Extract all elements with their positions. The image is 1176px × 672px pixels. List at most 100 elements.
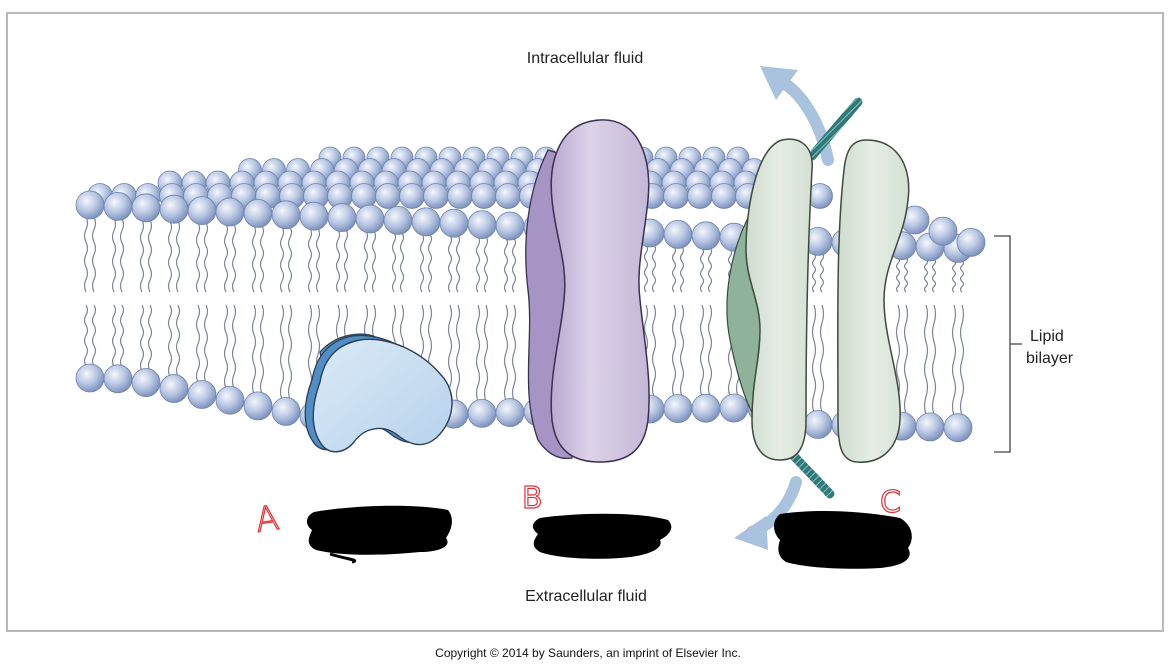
lipid-tail — [335, 229, 341, 293]
lipid-head — [399, 183, 425, 209]
lipid-tail — [195, 222, 201, 293]
lipid-head — [663, 219, 693, 249]
lipid-tail — [931, 258, 937, 293]
lipid-tail — [707, 304, 713, 397]
lipid-tail — [399, 232, 405, 293]
lipid-tail — [679, 304, 685, 397]
lipid-tail — [427, 233, 433, 293]
redaction-c — [774, 511, 912, 569]
lipid-tail — [147, 304, 153, 371]
lipid-tail — [475, 304, 481, 402]
lipid-head — [271, 200, 301, 230]
lipid-label-line1: Lipid — [1030, 328, 1064, 345]
lipid-tail — [119, 218, 125, 293]
lipid-tail — [139, 219, 145, 293]
redaction-a — [306, 505, 452, 564]
lipid-head — [243, 198, 273, 228]
lipid-head — [928, 216, 958, 246]
lipid-tail — [895, 257, 901, 293]
lipid-head — [271, 397, 301, 426]
lipid-tail — [671, 246, 677, 293]
lipid-head — [159, 374, 189, 403]
lipid-head — [187, 380, 217, 409]
lipid-head — [495, 398, 525, 427]
lipid-head — [103, 191, 133, 221]
lipid-tail — [419, 233, 425, 293]
lipid-head — [215, 197, 245, 227]
lipid-tail — [147, 219, 153, 293]
lipid-head — [691, 393, 721, 423]
lipid-tail — [643, 244, 649, 293]
lipid-tail — [343, 229, 349, 293]
lipid-tail — [511, 237, 517, 293]
lipid-head — [915, 412, 945, 442]
lipid-tail — [959, 259, 965, 293]
lipid-tail — [951, 259, 957, 293]
lipid-tail — [811, 252, 817, 293]
lipid-head — [187, 196, 217, 226]
lipid-head — [159, 194, 189, 224]
lipid-head — [687, 183, 713, 209]
lipid-tail — [91, 304, 97, 367]
lipid-tail — [475, 236, 481, 293]
copyright-notice: Copyright © 2014 by Saunders, an imprint… — [435, 646, 741, 660]
lipid-tail — [959, 304, 965, 416]
lipid-tail — [287, 304, 293, 400]
lipid-head — [439, 208, 469, 238]
lipid-head — [131, 368, 161, 397]
lipid-tail — [259, 225, 265, 293]
lipid-head — [327, 203, 357, 233]
lipid-head — [691, 221, 721, 251]
lipid-tail — [371, 230, 377, 293]
lipid-tail — [307, 227, 313, 293]
lipid-tail — [651, 244, 657, 293]
lipid-head — [131, 193, 161, 223]
lipid-tail — [483, 236, 489, 293]
lipid-head — [803, 410, 833, 439]
lipid-tail — [455, 234, 461, 293]
lipid-tail — [707, 247, 713, 293]
lipid-tail — [447, 234, 453, 293]
intracellular-label: Intracellular fluid — [527, 50, 644, 67]
lipid-tail — [111, 218, 117, 293]
lipid-head — [375, 183, 401, 209]
lipid-tail — [503, 304, 509, 401]
lipid-head — [467, 398, 497, 428]
lipid-head — [299, 201, 329, 231]
lipid-tails — [83, 216, 965, 416]
lipid-tail — [231, 304, 237, 389]
lipid-tail — [175, 220, 181, 293]
lipid-head — [243, 391, 273, 421]
lipid-tail — [951, 304, 957, 416]
lipid-tail — [223, 223, 229, 293]
lipid-tail — [503, 237, 509, 293]
lipid-tail — [679, 246, 685, 293]
lipid-tail — [903, 304, 909, 415]
lipid-tail — [699, 304, 705, 397]
lipid-head — [467, 210, 497, 240]
lipid-head — [355, 204, 385, 234]
lipid-tail — [231, 223, 237, 293]
lipid-head — [943, 413, 973, 443]
protein-b — [525, 119, 650, 463]
lipid-head — [447, 183, 473, 209]
lipid-tail — [819, 252, 825, 293]
lipid-tail — [279, 304, 285, 400]
lipid-tail — [699, 247, 705, 293]
lipid-head — [75, 190, 105, 220]
protein-a — [304, 333, 453, 453]
lipid-head — [383, 205, 413, 235]
lipid-head — [351, 183, 377, 209]
extracellular-label: Extracellular fluid — [525, 588, 647, 605]
lipid-tail — [167, 304, 173, 377]
lipid-tail — [195, 304, 201, 383]
lipid-tail — [287, 226, 293, 293]
lipid-head — [495, 211, 525, 241]
lipid-head — [495, 183, 521, 209]
curved-arrow-top — [760, 66, 834, 166]
lipid-tail — [651, 304, 657, 398]
lipid-bilayer-bracket — [994, 235, 1022, 453]
lipid-head — [711, 183, 737, 209]
lipid-label-line2: bilayer — [1026, 350, 1074, 367]
